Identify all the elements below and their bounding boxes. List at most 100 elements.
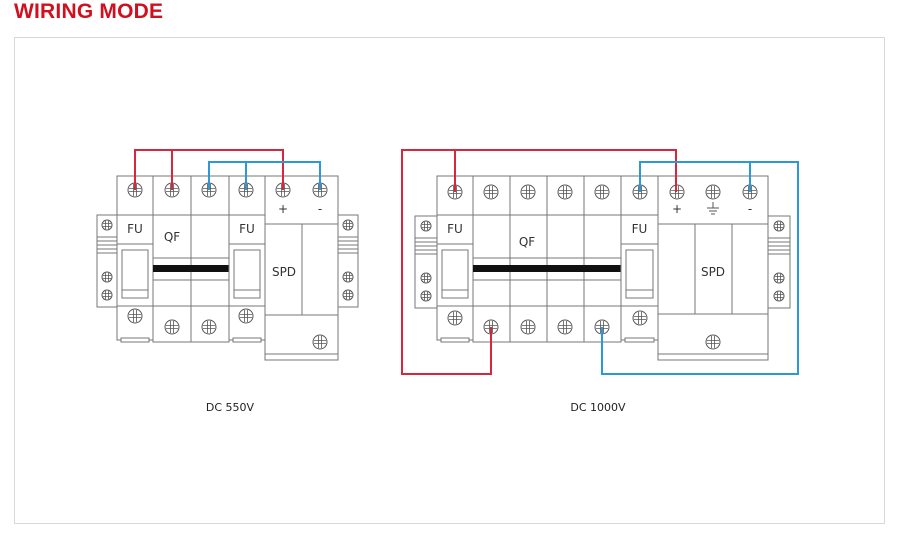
screw-slot — [522, 186, 534, 198]
spd-label: SPD — [701, 265, 725, 279]
screw-slot — [485, 186, 497, 198]
screw-slot — [203, 321, 215, 333]
screw-terminal-icon — [520, 319, 536, 335]
screw-head — [557, 319, 573, 335]
screw-head — [705, 334, 721, 350]
screw-head — [632, 310, 648, 326]
screw-slot — [707, 336, 719, 348]
screw-slot — [129, 310, 141, 322]
screw-terminal-icon — [342, 289, 354, 301]
screw-head — [342, 219, 354, 231]
screw-slot — [775, 292, 783, 300]
screw-terminal-icon — [238, 308, 254, 324]
positive-wire — [455, 149, 677, 192]
breaker-label: QF — [519, 235, 535, 249]
screw-head — [520, 319, 536, 335]
screw-terminal-icon — [773, 220, 785, 232]
screw-terminal-icon — [705, 184, 721, 200]
din-rail-clip — [767, 215, 791, 309]
pole-body — [583, 175, 622, 343]
breaker-pole — [190, 175, 230, 343]
screw-head — [164, 319, 180, 335]
breaker-pole — [472, 175, 511, 343]
screw-terminal-icon — [773, 290, 785, 302]
surge-protector: SPD+- — [264, 175, 339, 361]
breaker-pole — [509, 175, 548, 343]
spd-body — [657, 175, 769, 361]
screw-head — [773, 220, 785, 232]
breaker-label: QF — [164, 230, 180, 244]
screw-head — [773, 290, 785, 302]
screw-terminal-icon — [420, 220, 432, 232]
screw-head — [201, 319, 217, 335]
screw-head — [312, 334, 328, 350]
screw-slot — [166, 321, 178, 333]
screw-head — [342, 271, 354, 283]
plus-label: + — [672, 202, 682, 216]
positive-wire — [401, 149, 492, 375]
screw-slot — [775, 274, 783, 282]
screw-slot — [314, 336, 326, 348]
screw-slot — [634, 312, 646, 324]
screw-slot — [559, 321, 571, 333]
screw-slot — [344, 221, 352, 229]
spd-label: SPD — [272, 265, 296, 279]
screw-slot — [596, 186, 608, 198]
screw-terminal-icon — [312, 334, 328, 350]
screw-slot — [775, 222, 783, 230]
fuse-holder — [233, 249, 261, 299]
surge-protector: SPD + - — [657, 175, 769, 361]
screw-slot — [422, 274, 430, 282]
caption-dc-1000v: DC 1000V — [570, 401, 626, 414]
screw-terminal-icon — [101, 271, 113, 283]
screw-head — [342, 289, 354, 301]
page-title: WIRING MODE — [14, 0, 164, 23]
screw-slot — [344, 291, 352, 299]
breaker-handle-bar — [473, 265, 621, 272]
din-rail-clip — [414, 215, 438, 309]
screw-terminal-icon — [420, 272, 432, 284]
screw-terminal-icon — [705, 334, 721, 350]
screw-head — [557, 184, 573, 200]
screw-head — [420, 272, 432, 284]
minus-label: - — [748, 202, 752, 216]
fuse-holder — [441, 249, 469, 299]
fuse-holder — [625, 249, 654, 299]
screw-terminal-icon — [447, 310, 463, 326]
caption-dc-550v: DC 550V — [206, 401, 255, 414]
screw-head — [127, 308, 143, 324]
pole-body — [190, 175, 230, 343]
fuse-2: FU — [228, 175, 266, 343]
breaker-pole — [546, 175, 585, 343]
din-rail-clip — [337, 214, 359, 308]
screw-head — [420, 290, 432, 302]
screw-slot — [559, 186, 571, 198]
screw-terminal-icon — [773, 272, 785, 284]
pole-body — [546, 175, 585, 343]
screw-terminal-icon — [483, 184, 499, 200]
pole-body — [509, 175, 548, 343]
screw-slot — [522, 321, 534, 333]
screw-head — [238, 308, 254, 324]
screw-slot — [422, 292, 430, 300]
screw-terminal-icon — [342, 219, 354, 231]
fuse-label: FU — [239, 222, 255, 236]
screw-terminal-icon — [127, 308, 143, 324]
screw-slot — [103, 291, 111, 299]
negative-wire — [601, 161, 799, 375]
screw-head — [101, 271, 113, 283]
breaker-pole — [152, 175, 192, 343]
screw-slot — [422, 222, 430, 230]
diagram-frame — [14, 37, 885, 524]
din-rail-clip — [96, 214, 118, 308]
screw-slot — [103, 273, 111, 281]
screw-terminal-icon — [420, 290, 432, 302]
breaker-pole — [583, 175, 622, 343]
screw-head — [705, 184, 721, 200]
ground-icon — [707, 202, 719, 215]
screw-head — [594, 184, 610, 200]
screw-head — [420, 220, 432, 232]
screw-terminal-icon — [101, 219, 113, 231]
